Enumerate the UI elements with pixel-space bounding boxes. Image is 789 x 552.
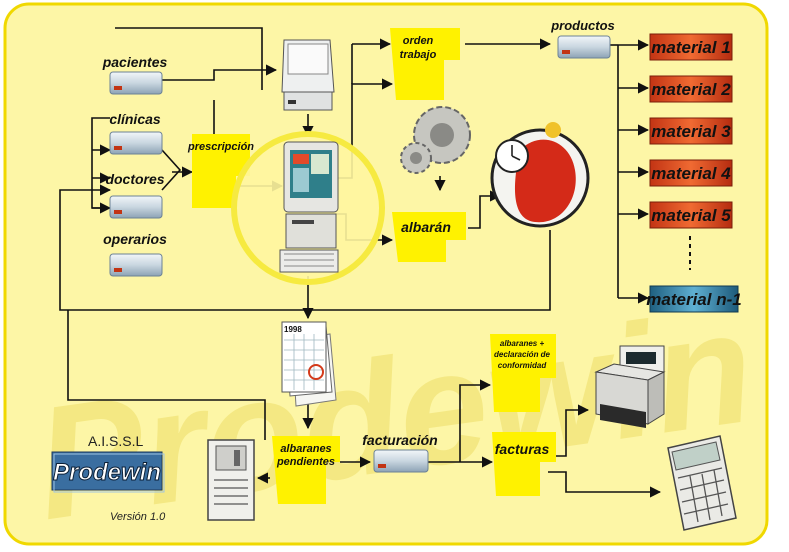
box-indicator-icon: [114, 210, 122, 214]
material-label: material 2: [651, 80, 731, 99]
gears-icon: [400, 106, 471, 174]
node-label: albaranes: [280, 443, 331, 455]
node-label: pendientes: [276, 456, 335, 468]
material-label: material n-1: [646, 290, 741, 309]
box-indicator-icon: [562, 50, 570, 54]
node-albaran: albarán: [392, 212, 466, 262]
material-item: material 3: [649, 117, 733, 145]
source-clinicas: clínicas: [109, 111, 163, 155]
source-label: pacientes: [102, 54, 168, 70]
node-facturacion: facturación: [362, 432, 438, 473]
computer-icon: [231, 131, 385, 285]
source-pacientes: pacientes: [102, 54, 168, 95]
source-operarios: operarios: [103, 231, 167, 277]
box-indicator-icon: [378, 464, 386, 468]
scanner-icon: [281, 39, 335, 111]
source-doctores: doctores: [105, 171, 165, 219]
calendar-icon: 1998: [281, 321, 337, 407]
node-label: trabajo: [400, 49, 437, 61]
product-logo: Prodewin: [53, 459, 161, 486]
node-productos: productos: [550, 18, 615, 59]
floppy-disk-icon: [207, 439, 255, 521]
node-label: albarán: [401, 219, 451, 235]
material-item: material 2: [649, 75, 733, 103]
material-label: material 5: [651, 206, 731, 225]
source-label: doctores: [105, 171, 164, 187]
company-name: A.I.S.S.L: [88, 433, 143, 449]
material-item: material 5: [649, 201, 733, 229]
node-label: productos: [550, 18, 615, 33]
node-label: orden: [403, 35, 434, 47]
node-label: declaración de: [494, 350, 551, 359]
material-item: material 4: [649, 159, 733, 187]
source-label: operarios: [103, 231, 167, 247]
node-albaranes-declaracion: albaranes + declaración de conformidad: [490, 334, 556, 412]
box-indicator-icon: [114, 146, 122, 150]
material-label: material 1: [651, 38, 730, 57]
version-label: Versión 1.0: [110, 511, 166, 523]
clock-icon: [490, 122, 590, 228]
node-label: facturas: [495, 441, 550, 457]
node-orden-trabajo: orden trabajo: [390, 28, 460, 100]
calculator-icon: [667, 435, 737, 531]
brand-block: A.I.S.S.L Prodewin Versión 1.0: [51, 433, 166, 523]
node-label: prescripción: [187, 141, 254, 153]
node-label: albaranes +: [500, 339, 545, 348]
box-indicator-icon: [114, 86, 122, 90]
box-indicator-icon: [114, 268, 122, 272]
node-facturas: facturas: [492, 432, 556, 496]
calendar-year: 1998: [284, 325, 302, 334]
material-label: material 4: [651, 164, 731, 183]
source-label: clínicas: [109, 111, 161, 127]
material-item: material 1: [649, 33, 733, 61]
node-label: conformidad: [498, 361, 548, 370]
materials-list: material 1 material 2 material 3 materia…: [646, 33, 742, 313]
node-label: facturación: [362, 432, 437, 448]
connectors: [59, 27, 691, 498]
material-label: material 3: [651, 122, 731, 141]
material-item: material n-1: [646, 285, 742, 313]
node-albaranes-pendientes: albaranes pendientes: [272, 436, 340, 504]
cash-register-icon: [594, 345, 666, 428]
